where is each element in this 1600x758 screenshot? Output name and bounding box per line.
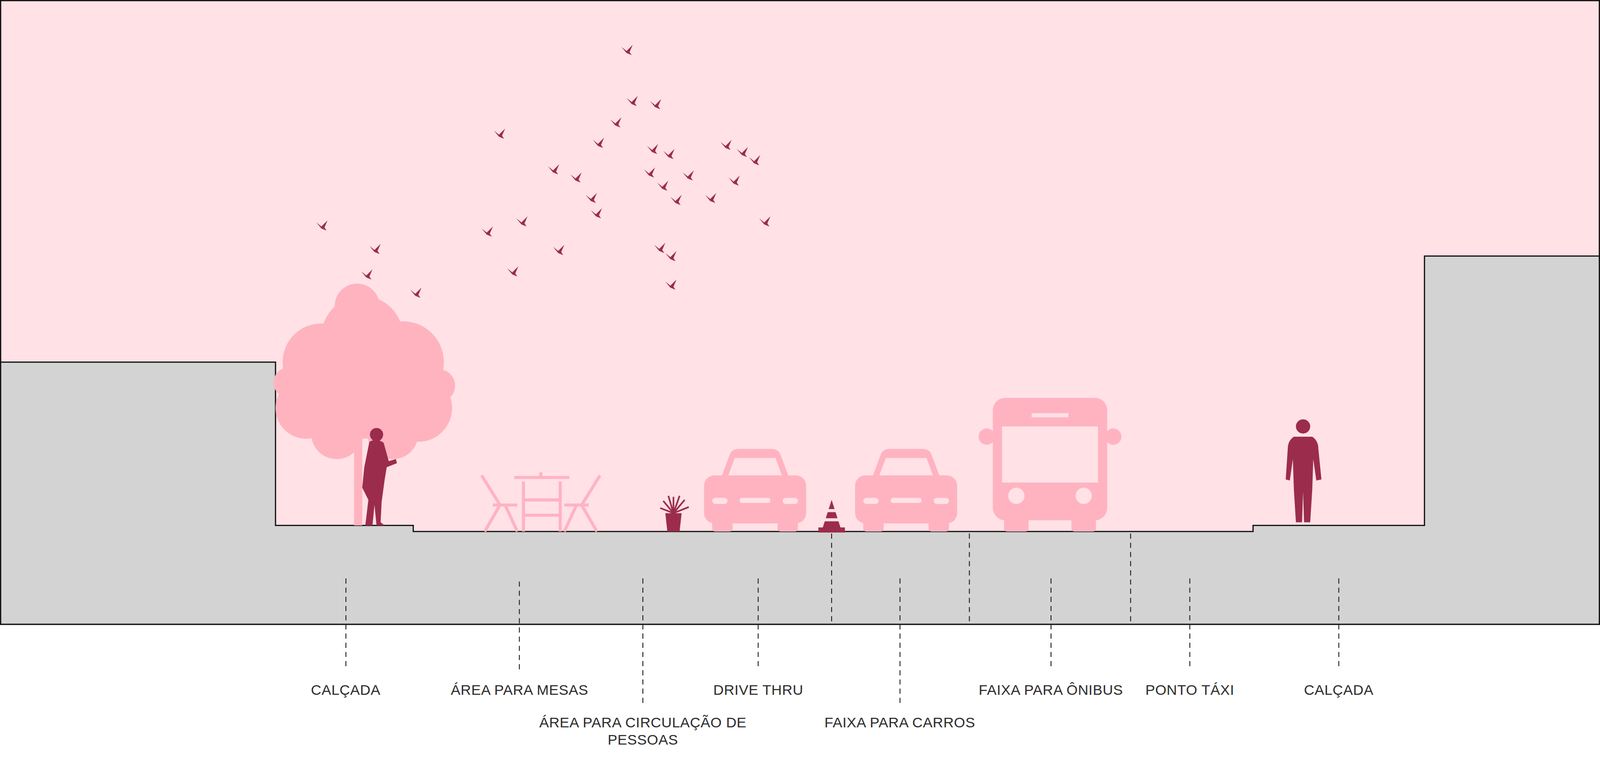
table-chairs bbox=[481, 472, 600, 532]
zone-label: ÁREA PARA MESAS bbox=[450, 681, 589, 699]
leader-lines bbox=[345, 578, 1339, 704]
zone-label: FAIXA PARA CARROS bbox=[824, 714, 976, 732]
car bbox=[855, 448, 958, 532]
zone-label: ÁREA PARA CIRCULAÇÃO DE PESSOAS bbox=[530, 714, 756, 749]
zone-label: CALÇADA bbox=[1303, 681, 1374, 699]
lane-separators bbox=[831, 533, 1131, 625]
ground-profile bbox=[0, 256, 1600, 625]
sky bbox=[0, 0, 1600, 625]
tree bbox=[273, 283, 456, 526]
plant bbox=[660, 495, 689, 532]
birds bbox=[316, 45, 771, 298]
zone-label: CALÇADA bbox=[310, 681, 381, 699]
zone-label: FAIXA PARA ÔNIBUS bbox=[978, 681, 1123, 699]
zone-label: DRIVE THRU bbox=[713, 681, 804, 699]
bus bbox=[978, 398, 1122, 532]
traffic-cone bbox=[818, 500, 845, 533]
woman-figure bbox=[362, 428, 397, 526]
man-figure bbox=[1285, 419, 1322, 523]
car bbox=[704, 448, 807, 532]
zone-label: PONTO TÁXI bbox=[1145, 681, 1235, 699]
